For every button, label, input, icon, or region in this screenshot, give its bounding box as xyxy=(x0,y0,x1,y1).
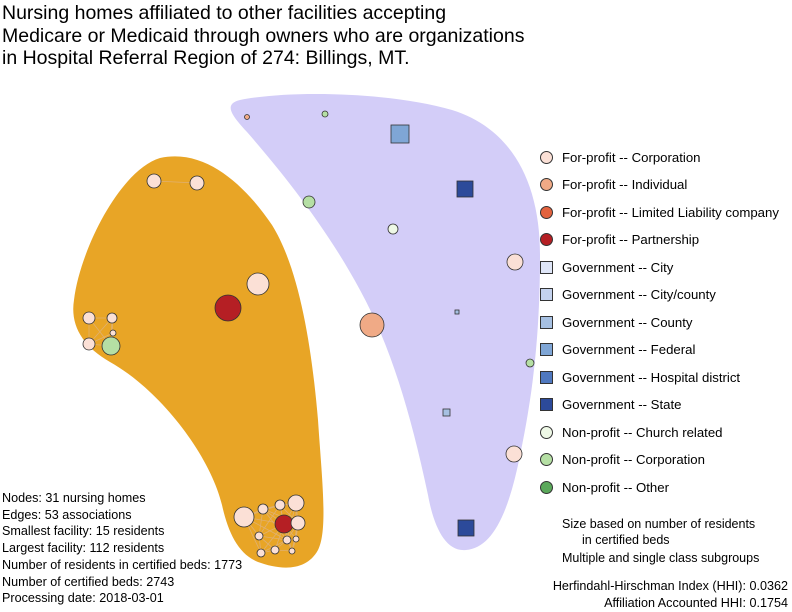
subgroups-note: Multiple and single class subgroups xyxy=(562,551,760,565)
legend-item-for-profit-individual: For-profit -- Individual xyxy=(540,174,687,194)
legend-circle-icon xyxy=(540,452,553,466)
hhi-affiliation: Affiliation Accounted HHI: 0.1754 xyxy=(604,595,788,610)
legend-circle-icon xyxy=(540,177,553,191)
node-government-state xyxy=(456,180,474,198)
legend-label: Government -- Federal xyxy=(562,341,696,357)
stat-nodes: Nodes: 31 nursing homes xyxy=(2,491,146,505)
stat-date: Processing date: 2018-03-01 xyxy=(2,591,164,606)
node-for-profit-corporation xyxy=(246,272,270,296)
node-non-profit-church-related xyxy=(387,223,399,235)
chart-title: Nursing homes affiliated to other facili… xyxy=(2,2,642,70)
legend-square-icon xyxy=(540,315,553,329)
node-for-profit-corporation xyxy=(288,547,296,555)
edge xyxy=(258,504,281,537)
legend-label: Government -- City xyxy=(562,259,674,275)
legend-item-government-state: Government -- State xyxy=(540,394,681,414)
node-government-federal xyxy=(390,124,410,144)
node-for-profit-corporation xyxy=(292,535,300,543)
node-for-profit-corporation xyxy=(506,253,524,271)
legend-circle-icon xyxy=(540,425,553,439)
legend-label: Non-profit -- Other xyxy=(562,479,669,495)
title-line-3: in Hospital Referral Region of 274: Bill… xyxy=(2,47,410,69)
stats-block: Nodes: 31 nursing homes Edges: 53 associ… xyxy=(2,490,242,607)
legend-label: For-profit -- Corporation xyxy=(562,149,701,165)
title-line-2: Medicare or Medicaid through owners who … xyxy=(2,24,525,47)
legend-square-icon xyxy=(540,397,553,411)
node-for-profit-individual xyxy=(244,114,250,120)
stat-residents: Number of residents in certified beds: 1… xyxy=(2,557,243,572)
node-for-profit-corporation xyxy=(274,499,286,511)
node-for-profit-corporation xyxy=(109,329,117,337)
stat-beds: Number of certified beds: 2743 xyxy=(2,574,175,589)
legend-label: Government -- City/county xyxy=(562,286,716,302)
legend-label: For-profit -- Individual xyxy=(562,176,688,192)
legend-item-non-profit-corporation: Non-profit -- Corporation xyxy=(540,449,705,469)
node-for-profit-corporation xyxy=(106,312,118,324)
node-for-profit-corporation xyxy=(254,531,264,541)
legend-item-for-profit-llc: For-profit -- Limited Liability company xyxy=(540,202,779,222)
legend-label: Non-profit -- Corporation xyxy=(562,451,705,467)
legend-circle-icon xyxy=(540,232,553,246)
legend-label: For-profit -- Partnership xyxy=(562,231,700,247)
stat-smallest: Smallest facility: 15 residents xyxy=(2,524,165,539)
node-for-profit-corporation xyxy=(256,548,266,558)
title-line-1: Nursing homes affiliated to other facili… xyxy=(2,2,447,24)
node-for-profit-corporation xyxy=(189,175,205,191)
hhi-block: Herfindahl-Hirschman Index (HHI): 0.0362… xyxy=(553,578,788,611)
legend-item-for-profit-corporation: For-profit -- Corporation xyxy=(540,147,701,167)
legend-label: Government -- County xyxy=(562,314,693,330)
node-non-profit-corporation xyxy=(321,110,329,118)
node-government-county xyxy=(442,408,451,417)
node-group xyxy=(82,110,535,558)
stat-largest: Largest facility: 112 residents xyxy=(2,541,165,556)
node-for-profit-partnership xyxy=(274,514,294,534)
legend-item-non-profit-other: Non-profit -- Other xyxy=(540,477,669,497)
node-for-profit-individual xyxy=(359,312,385,338)
legend-square-icon xyxy=(540,287,553,301)
legend-circle-icon xyxy=(540,205,553,219)
legend-item-non-profit-church-related: Non-profit -- Church related xyxy=(540,422,723,442)
legend-square-icon xyxy=(540,342,553,356)
group-hull-single-class xyxy=(230,94,540,551)
legend-circle-icon xyxy=(540,150,553,164)
legend-label: Government -- Hospital district xyxy=(562,369,741,385)
node-for-profit-partnership xyxy=(214,294,242,322)
stat-edges: Edges: 53 associations xyxy=(2,507,132,522)
group-hull-multiple-class xyxy=(73,156,324,568)
node-for-profit-corporation xyxy=(505,445,523,463)
legend-item-government-city-county: Government -- City/county xyxy=(540,284,716,304)
legend-square-icon xyxy=(540,260,553,274)
legend-item-government-city: Government -- City xyxy=(540,257,673,277)
node-for-profit-corporation xyxy=(287,494,305,512)
node-for-profit-corporation xyxy=(270,545,280,555)
legend-item-government-county: Government -- County xyxy=(540,312,692,332)
legend-label: Government -- State xyxy=(562,396,682,412)
legend-item-government-federal: Government -- Federal xyxy=(540,339,695,359)
size-note-line-1: Size based on number of residents xyxy=(562,517,756,531)
node-for-profit-corporation xyxy=(290,515,306,531)
node-government-county xyxy=(454,309,460,315)
legend-circle-icon xyxy=(540,480,553,494)
legend-label: Non-profit -- Church related xyxy=(562,424,723,440)
node-non-profit-corporation xyxy=(302,195,316,209)
legend-item-for-profit-partnership: For-profit -- Partnership xyxy=(540,229,699,249)
legend-square-icon xyxy=(540,370,553,384)
node-for-profit-corporation xyxy=(82,311,96,325)
node-non-profit-corporation xyxy=(525,358,535,368)
legend-item-government-hospital-district: Government -- Hospital district xyxy=(540,367,740,387)
legend-label: For-profit -- Limited Liability company xyxy=(562,204,779,220)
node-for-profit-corporation xyxy=(282,535,292,545)
node-government-state xyxy=(457,519,475,537)
size-note-line-2: in certified beds xyxy=(582,533,670,547)
node-for-profit-corporation xyxy=(257,503,269,515)
edge xyxy=(258,535,288,541)
node-non-profit-corporation xyxy=(101,336,121,356)
node-for-profit-corporation xyxy=(82,337,96,351)
node-for-profit-corporation xyxy=(233,506,255,528)
node-for-profit-corporation xyxy=(146,173,162,189)
hhi-index: Herfindahl-Hirschman Index (HHI): 0.0362 xyxy=(552,579,788,593)
